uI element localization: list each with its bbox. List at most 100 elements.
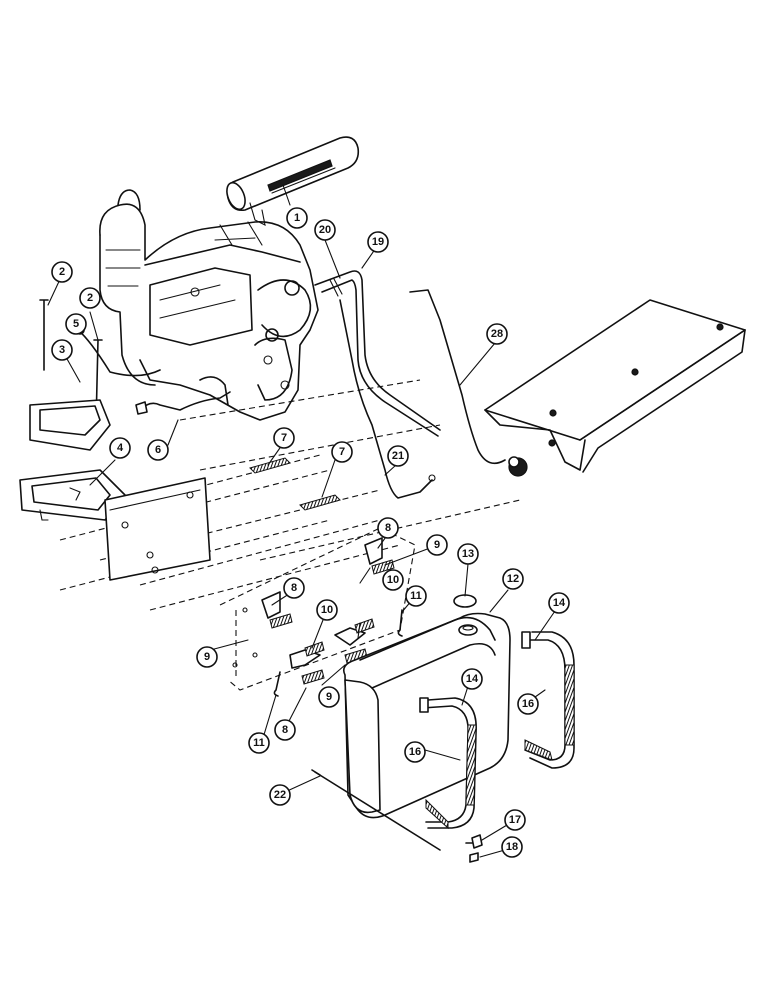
callout-10-pad: 10 bbox=[382, 569, 404, 591]
callout-number: 20 bbox=[319, 224, 331, 236]
callout-number: 14 bbox=[553, 597, 566, 609]
callout-circle bbox=[79, 287, 101, 309]
callout-number: 13 bbox=[462, 548, 474, 560]
muffler bbox=[226, 136, 360, 226]
callout-number: 11 bbox=[253, 737, 265, 749]
callout-circle bbox=[51, 261, 73, 283]
left-bracket bbox=[104, 477, 211, 581]
callout-number: 7 bbox=[339, 446, 345, 458]
engine bbox=[99, 189, 319, 421]
callout-20-clamp: 20 bbox=[314, 219, 336, 241]
callout-number: 1 bbox=[294, 212, 300, 224]
callout-number: 19 bbox=[372, 236, 384, 248]
callout-circle bbox=[377, 517, 399, 539]
callout-circle bbox=[283, 577, 305, 599]
callout-1-muffler: 1 bbox=[286, 207, 308, 229]
callout-circle bbox=[269, 784, 291, 806]
callout-circle bbox=[109, 437, 131, 459]
callout-number: 22 bbox=[274, 789, 286, 801]
callout-13-fuel-cap: 13 bbox=[457, 543, 479, 565]
callout-number: 4 bbox=[117, 442, 124, 454]
callout-circle bbox=[367, 231, 389, 253]
rod bbox=[311, 769, 441, 851]
callout-number: 9 bbox=[326, 691, 332, 703]
callout-circle bbox=[548, 592, 570, 614]
callout-10-pad: 10 bbox=[316, 599, 338, 621]
callout-number: 16 bbox=[522, 698, 534, 710]
exhaust-pipe bbox=[314, 270, 441, 437]
callout-circle bbox=[316, 599, 338, 621]
callout-8-bracket: 8 bbox=[377, 517, 399, 539]
callout-circle bbox=[486, 323, 508, 345]
callout-circle bbox=[387, 445, 409, 467]
pads-7 bbox=[249, 457, 341, 511]
callout-number: 10 bbox=[321, 604, 333, 616]
callout-circle bbox=[147, 439, 169, 461]
battery-parts bbox=[19, 299, 161, 526]
callout-number: 12 bbox=[507, 573, 519, 585]
callout-14-strap: 14 bbox=[548, 592, 570, 614]
callout-number: 17 bbox=[509, 814, 521, 826]
callout-circle bbox=[331, 441, 353, 463]
callout-circle bbox=[504, 809, 526, 831]
fuel-line bbox=[339, 299, 436, 499]
callout-circle bbox=[461, 668, 483, 690]
callout-number: 7 bbox=[281, 432, 287, 444]
callout-number: 5 bbox=[73, 318, 79, 330]
callout-8-pad: 8 bbox=[274, 719, 296, 741]
callout-9-pad: 9 bbox=[196, 646, 218, 668]
callout-17-fitting: 17 bbox=[504, 809, 526, 831]
callout-8-bracket: 8 bbox=[283, 577, 305, 599]
callout-18-clip: 18 bbox=[501, 836, 523, 858]
callout-circle bbox=[314, 219, 336, 241]
shut-off-cable bbox=[409, 289, 528, 477]
callout-number: 8 bbox=[291, 582, 297, 594]
callout-circle bbox=[196, 646, 218, 668]
callout-number: 28 bbox=[491, 328, 503, 340]
callout-22-rod: 22 bbox=[269, 784, 291, 806]
callout-circle bbox=[502, 568, 524, 590]
callout-circle bbox=[248, 732, 270, 754]
callout-number: 10 bbox=[387, 574, 399, 586]
callout-2-stud: 2 bbox=[79, 287, 101, 309]
callout-9-pad: 9 bbox=[318, 686, 340, 708]
callout-circle bbox=[382, 569, 404, 591]
mounting-plate bbox=[219, 527, 416, 691]
callout-7-pad: 7 bbox=[331, 441, 353, 463]
callout-14-strap: 14 bbox=[461, 668, 483, 690]
callout-number: 14 bbox=[466, 673, 479, 685]
callout-16-strap-pad: 16 bbox=[404, 741, 426, 763]
callout-number: 2 bbox=[87, 292, 93, 304]
callout-4-battery-tray: 4 bbox=[109, 437, 131, 459]
fittings bbox=[465, 834, 483, 863]
callout-number: 9 bbox=[434, 539, 440, 551]
callout-circle bbox=[273, 427, 295, 449]
callout-6-cable: 6 bbox=[147, 439, 169, 461]
callout-circle bbox=[404, 741, 426, 763]
callout-number: 21 bbox=[392, 450, 404, 462]
callout-circle bbox=[405, 585, 427, 607]
callout-2-stud: 2 bbox=[51, 261, 73, 283]
pins bbox=[273, 609, 403, 697]
callout-21-fuel-line: 21 bbox=[387, 445, 409, 467]
callout-number: 16 bbox=[409, 746, 421, 758]
callout-9-pad: 9 bbox=[426, 534, 448, 556]
straps bbox=[419, 631, 575, 830]
callout-11-pin: 11 bbox=[405, 585, 427, 607]
callout-number: 18 bbox=[506, 841, 518, 853]
callout-12-fuel-tank: 12 bbox=[502, 568, 524, 590]
callout-circle bbox=[426, 534, 448, 556]
cable bbox=[135, 391, 231, 415]
callout-circle bbox=[318, 686, 340, 708]
callout-circle bbox=[457, 543, 479, 565]
callout-28-shut-off-cable: 28 bbox=[486, 323, 508, 345]
callout-16-strap-pad: 16 bbox=[517, 693, 539, 715]
callout-7-pad: 7 bbox=[273, 427, 295, 449]
callout-number: 6 bbox=[155, 444, 161, 456]
side-panel bbox=[484, 299, 746, 473]
callout-19-exhaust-pipe: 19 bbox=[367, 231, 389, 253]
callout-11-pin: 11 bbox=[248, 732, 270, 754]
callout-number: 8 bbox=[385, 522, 391, 534]
